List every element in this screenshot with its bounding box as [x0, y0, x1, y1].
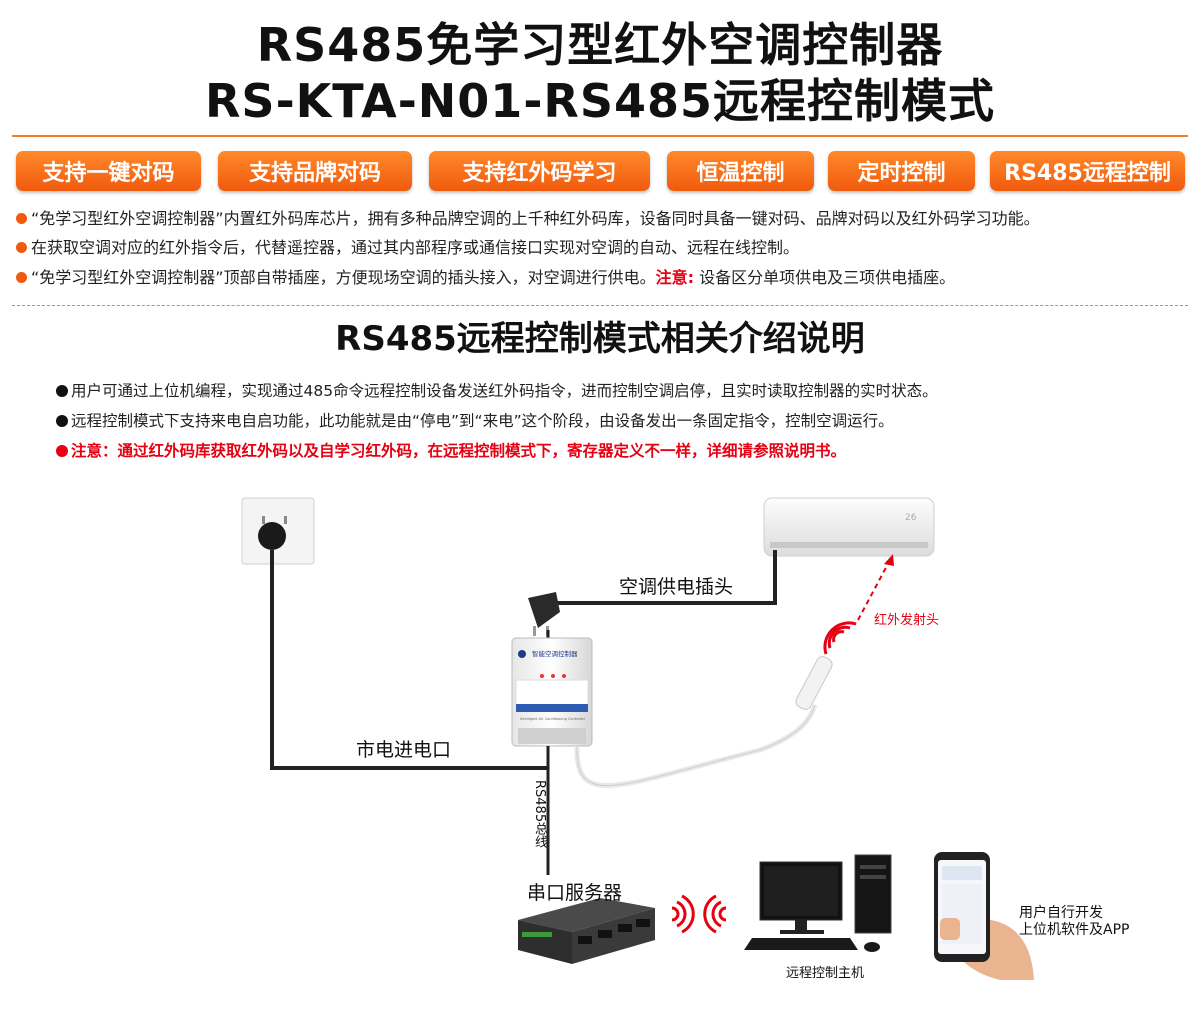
ac-plug-label: 空调供电插头	[619, 576, 734, 598]
app-label-line1: 用户自行开发	[1019, 905, 1103, 921]
ir-emitter-label: 红外发射头	[874, 613, 940, 628]
ac-power-plug	[528, 592, 560, 636]
air-conditioner: 26	[763, 497, 935, 557]
section-bullet-1: 用户可通过上位机编程，实现通过485命令远程控制设备发送红外码指令，进而控制空调…	[56, 380, 1156, 402]
tag-one-key-pairing: 支持一键对码	[16, 151, 201, 191]
warning-dot	[56, 445, 68, 457]
intro-bullet-1: “免学习型红外空调控制器”内置红外码库芯片，拥有多种品牌空调的上千种红外码库，设…	[16, 208, 1196, 230]
bullet-dot	[16, 242, 27, 253]
controller-brand-label: 智能空调控制器	[532, 649, 578, 658]
serial-server-device	[518, 898, 655, 964]
ir-direction-arrow	[857, 559, 891, 621]
tag-thermostat: 恒温控制	[667, 151, 814, 191]
wiring-diagram: 26 智能空调控制器 Intelligent Air Conditioning …	[241, 497, 1034, 980]
section-warning-text: 注意：通过红外码库获取红外码以及自学习红外码，在远程控制模式下，寄存器定义不一样…	[71, 442, 847, 460]
host-computer	[744, 854, 892, 952]
intro-bullet-3-text: “免学习型红外空调控制器”顶部自带插座，方便现场空调的插头接入，对空调进行供电。	[31, 268, 656, 287]
mains-inlet-label: 市电进电口	[356, 739, 452, 761]
intro-bullet-3: “免学习型红外空调控制器”顶部自带插座，方便现场空调的插头接入，对空调进行供电。…	[16, 267, 1196, 289]
smartphone-app	[934, 852, 1034, 980]
ac-power-cable	[556, 550, 777, 605]
section-bullet-2-text: 远程控制模式下支持来电自启功能，此功能就是由“停电”到“来电”这个阶段，由设备发…	[71, 412, 894, 430]
app-label-line2: 上位机软件及APP	[1019, 922, 1130, 938]
wireless-signal-icon-right	[703, 894, 727, 934]
bullet-dot	[16, 272, 27, 283]
tag-ir-learning: 支持红外码学习	[429, 151, 650, 191]
intro-bullet-2-text: 在获取空调对应的红外指令后，代替遥控器，通过其内部程序或通信接口实现对空调的自动…	[31, 238, 800, 257]
ir-emitter-head	[795, 656, 833, 710]
wireless-signal-icon-left	[671, 894, 695, 934]
tag-timer: 定时控制	[828, 151, 975, 191]
app-label: 用户自行开发 上位机软件及APP	[1019, 905, 1129, 939]
wall-socket	[241, 497, 315, 565]
ac-display: 26	[905, 513, 917, 523]
rs485-bus-label: RS485总线	[532, 780, 547, 849]
feature-tag-bar: 支持一键对码 支持品牌对码 支持红外码学习 恒温控制 定时控制 RS485远程控…	[16, 151, 1186, 193]
section-bullet-2: 远程控制模式下支持来电自启功能，此功能就是由“停电”到“来电”这个阶段，由设备发…	[56, 410, 1156, 432]
ir-emitter-cable	[574, 704, 818, 788]
tag-brand-pairing: 支持品牌对码	[218, 151, 412, 191]
bullet-dot	[56, 385, 68, 397]
page-title-line1: RS485免学习型红外空调控制器	[256, 18, 944, 72]
section-title: RS485远程控制模式相关介绍说明	[335, 319, 865, 359]
title-divider	[12, 135, 1188, 137]
controller-sub-label: Intelligent Air Conditioning Controller	[520, 717, 586, 721]
intro-bullet-2: 在获取空调对应的红外指令后，代替遥控器，通过其内部程序或通信接口实现对空调的自动…	[16, 237, 1196, 259]
section-warning: 注意：通过红外码库获取红外码以及自学习红外码，在远程控制模式下，寄存器定义不一样…	[56, 440, 1156, 462]
intro-bullet-1-text: “免学习型红外空调控制器”内置红外码库芯片，拥有多种品牌空调的上千种红外码库，设…	[31, 209, 1040, 228]
ir-controller-device: 智能空调控制器 Intelligent Air Conditioning Con…	[511, 637, 593, 747]
tag-rs485-remote: RS485远程控制	[990, 151, 1185, 191]
intro-note-label: 注意:	[655, 268, 694, 287]
bullet-dot	[56, 415, 68, 427]
section-bullet-1-text: 用户可通过上位机编程，实现通过485命令远程控制设备发送红外码指令，进而控制空调…	[71, 382, 938, 400]
page-title-line2: RS-KTA-N01-RS485远程控制模式	[205, 74, 995, 128]
section-divider	[12, 305, 1188, 306]
host-computer-label: 远程控制主机	[786, 966, 865, 981]
ir-signal-icon	[823, 621, 857, 655]
bullet-dot	[16, 213, 27, 224]
serial-server-label: 串口服务器	[527, 882, 623, 904]
intro-note-text: 设备区分单项供电及三项供电插座。	[699, 268, 956, 287]
mains-cable	[270, 550, 548, 770]
